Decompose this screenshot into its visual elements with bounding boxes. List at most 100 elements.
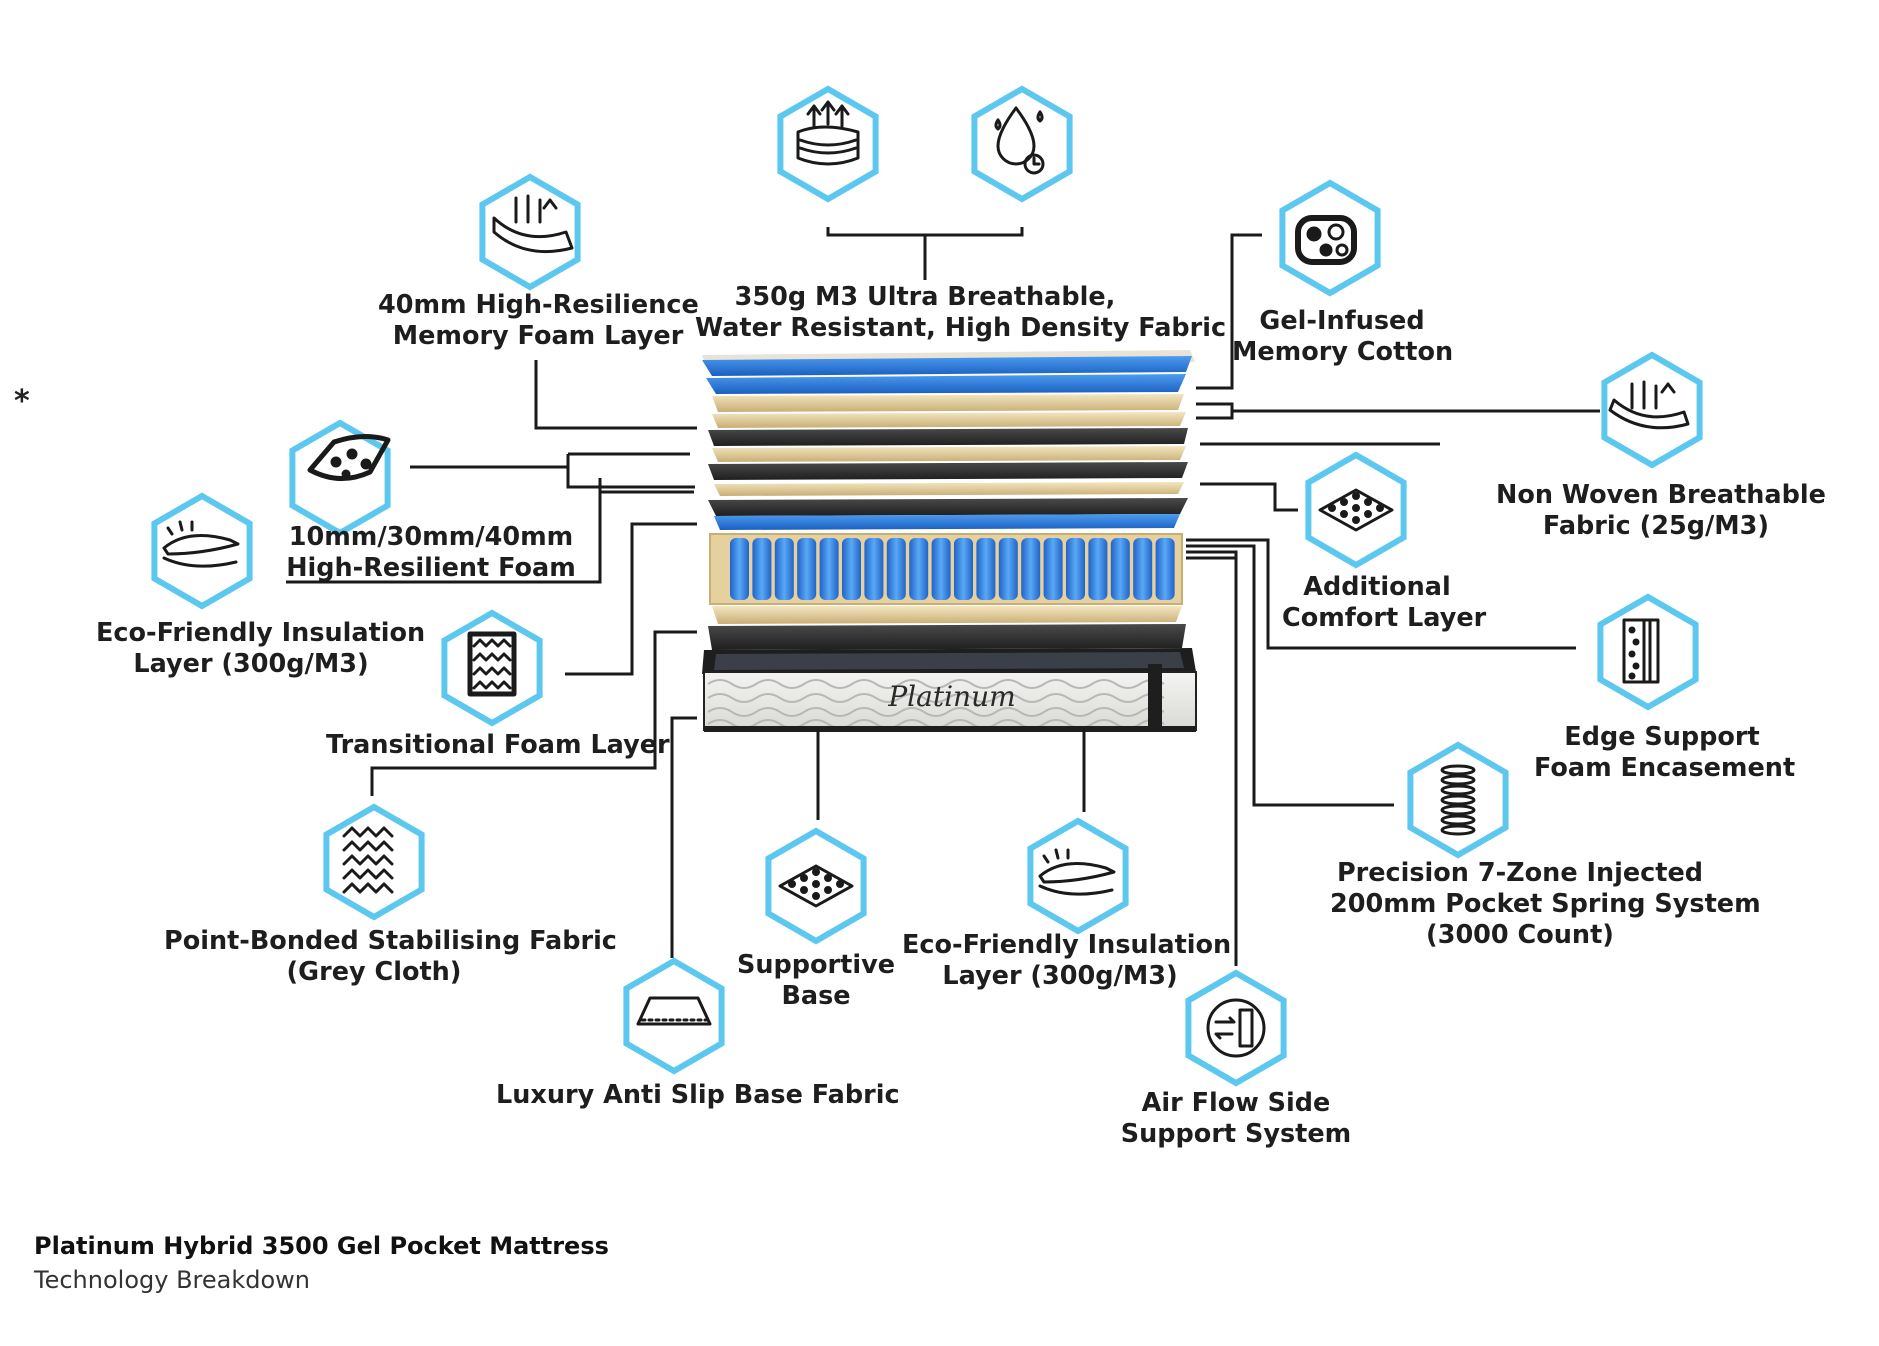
non-woven-icon: [1608, 380, 1690, 430]
label-eco-bottom-line1: Eco-Friendly Insulation: [902, 930, 1232, 960]
label-non-woven-line2: Fabric (25g/M3): [1542, 511, 1770, 541]
layer-cream-4: [714, 482, 1184, 496]
gel-cotton-icon: [1295, 215, 1357, 265]
water-resistant-icon: [994, 106, 1045, 175]
mattress-stack: [702, 350, 1197, 732]
non-woven-icon-hexagon: [1601, 351, 1703, 469]
label-eco-bottom-line2: Layer (300g/M3): [942, 961, 1178, 991]
spring-pocket: [1088, 538, 1108, 600]
label-hr-foam: 10mm/30mm/40mm High-Resilient Foam: [286, 522, 576, 584]
label-non-woven: Non Woven Breathable Fabric (25g/M3): [1496, 480, 1826, 542]
label-eco-left: Eco-Friendly Insulation Layer (300g/M3): [96, 618, 425, 680]
anti-slip-icon-hexagon: [623, 957, 725, 1075]
label-air-flow: Air Flow Side Support System: [1116, 1088, 1356, 1150]
asterisk-marker: *: [14, 384, 30, 419]
label-gel-cotton: Gel-Infused Memory Cotton: [1232, 306, 1454, 368]
label-spring-line3: (3000 Count): [1426, 920, 1614, 950]
pocket-spring-icon-hexagon: [1407, 741, 1509, 859]
label-hr-foam-line1: 10mm/30mm/40mm: [288, 522, 574, 552]
label-hr-memory: 40mm High-Resilience Memory Foam Layer: [378, 290, 699, 352]
anti-slip-icon: [636, 996, 712, 1026]
base-wave-pattern: [707, 679, 1165, 729]
spring-pocket: [1110, 538, 1130, 600]
spring-pocket: [864, 538, 884, 600]
spring-pocket: [886, 538, 906, 600]
label-spring-line1: Precision 7-Zone Injected: [1336, 858, 1704, 888]
label-edge-line2: Foam Encasement: [1534, 753, 1796, 783]
layer-dark-3: [708, 498, 1188, 516]
spring-pocket: [1155, 538, 1175, 600]
label-fabric-line1: 350g M3 Ultra Breathable,: [734, 282, 1116, 312]
base-bottom-edge: [704, 726, 1196, 732]
layer-blue-3: [714, 514, 1180, 530]
spring-pocket: [730, 538, 749, 600]
connector-lines: [286, 227, 1600, 966]
spring-pocket: [998, 538, 1018, 600]
stabilising-fabric-icon: [342, 826, 394, 894]
label-transitional-line1: Transitional Foam Layer: [326, 730, 670, 760]
spring-pocket: [752, 538, 772, 600]
footer-title: Platinum Hybrid 3500 Gel Pocket Mattress: [34, 1232, 609, 1260]
layer-blue-1: [702, 356, 1192, 376]
water-resistant-icon-hexagon: [971, 85, 1073, 203]
hr-foam-icon: [307, 434, 391, 482]
layer-dark-4: [708, 624, 1186, 650]
label-transitional: Transitional Foam Layer: [326, 730, 670, 761]
label-point-bonded-line1: Point-Bonded Stabilising Fabric: [164, 926, 617, 956]
label-fabric-line2: Water Resistant, High Density Fabric: [695, 313, 1227, 343]
label-additional-line1: Additional: [1303, 572, 1451, 602]
spring-pocket: [842, 538, 861, 600]
spring-pocket: [909, 538, 929, 600]
label-point-bonded: Point-Bonded Stabilising Fabric (Grey Cl…: [164, 926, 617, 988]
base-top-panel: [714, 652, 1184, 670]
label-additional-line2: Comfort Layer: [1282, 603, 1487, 633]
spring-pocket: [954, 538, 973, 600]
spring-pocket: [976, 538, 996, 600]
spring-pocket: [1133, 538, 1153, 600]
footer-subtitle: Technology Breakdown: [34, 1266, 310, 1294]
spring-pocket: [1043, 538, 1063, 600]
label-supportive-line1: Supportive: [737, 950, 895, 980]
spring-pocket: [1066, 538, 1085, 600]
label-spring-line2: 200mm Pocket Spring System: [1330, 889, 1761, 919]
insulation-bottom-icon-hexagon: [1027, 817, 1129, 935]
label-anti-slip-line1: Luxury Anti Slip Base Fabric: [496, 1080, 900, 1110]
comfort-layer-icon: [1318, 488, 1394, 532]
pocket-spring-icon: [1440, 764, 1476, 836]
label-anti-slip: Luxury Anti Slip Base Fabric: [496, 1080, 900, 1111]
pocket-springs: [730, 538, 1175, 600]
breathable-fabric-icon: [796, 100, 860, 166]
spring-pocket: [774, 538, 794, 600]
spring-pocket: [819, 538, 839, 600]
label-gel-cotton-line1: Gel-Infused: [1259, 306, 1425, 336]
label-point-bonded-line2: (Grey Cloth): [286, 957, 462, 987]
spring-pocket: [797, 538, 817, 600]
layer-cream-2: [712, 412, 1186, 428]
edge-support-icon: [1622, 618, 1660, 684]
label-spring: Precision 7-Zone Injected 200mm Pocket S…: [1330, 858, 1761, 951]
edge-support-icon-hexagon: [1597, 593, 1699, 711]
layer-cream-1: [712, 394, 1184, 412]
air-flow-icon: [1206, 998, 1266, 1058]
label-non-woven-line1: Non Woven Breathable: [1496, 480, 1826, 510]
label-supportive: Supportive Base: [736, 950, 896, 1012]
supportive-base-icon: [778, 864, 854, 908]
layer-cream-3: [712, 446, 1186, 462]
label-air-flow-line2: Support System: [1120, 1119, 1352, 1149]
label-gel-cotton-line2: Memory Cotton: [1232, 337, 1454, 367]
label-edge-line1: Edge Support: [1564, 722, 1760, 752]
label-fabric: 350g M3 Ultra Breathable, Water Resistan…: [695, 282, 1227, 344]
insulation-bottom-icon: [1038, 848, 1116, 896]
label-hr-memory-line1: 40mm High-Resilience: [378, 290, 699, 320]
label-air-flow-line1: Air Flow Side: [1141, 1088, 1331, 1118]
spring-pocket: [1021, 538, 1041, 600]
layer-blue-2: [706, 374, 1186, 394]
layer-dark-1: [708, 428, 1188, 446]
layer-cream-5: [712, 606, 1182, 624]
spring-pocket: [931, 538, 951, 600]
layer-dark-2: [708, 462, 1188, 480]
brand-text: Platinum: [887, 680, 1015, 713]
label-eco-bottom: Eco-Friendly Insulation Layer (300g/M3): [902, 930, 1232, 992]
